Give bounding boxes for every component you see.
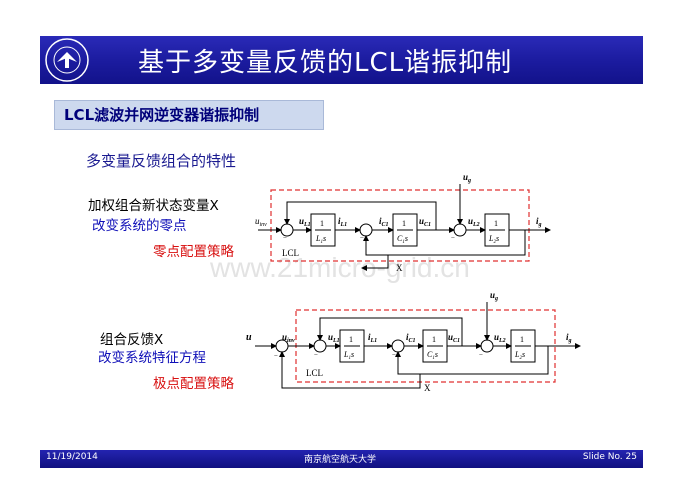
svg-text:−: −	[479, 351, 483, 359]
svg-text:LCL: LCL	[306, 368, 323, 378]
page-title: 基于多变量反馈的LCL谐振抑制	[138, 48, 513, 78]
svg-text:uinv: uinv	[255, 216, 267, 228]
svg-text:−: −	[392, 351, 396, 359]
svg-text:uL1: uL1	[328, 332, 340, 344]
section1-title: 加权组合新状态变量X	[88, 198, 219, 214]
svg-text:ig: ig	[536, 216, 542, 228]
svg-text:LCL: LCL	[282, 248, 299, 258]
subtitle-box	[54, 100, 324, 130]
footer-bar: 11/19/2014 南京航空航天大学 Slide No. 25	[40, 450, 643, 468]
university-logo	[45, 38, 89, 82]
footer-institution: 南京航空航天大学	[304, 455, 377, 465]
section2-note: 改变系统特征方程	[98, 350, 206, 366]
watermark: www.21micro-grid.cn	[210, 252, 470, 283]
svg-text:−: −	[274, 352, 278, 360]
svg-text:X: X	[424, 383, 431, 393]
section1-strategy: 零点配置策略	[153, 244, 234, 260]
title-bar	[40, 36, 643, 84]
svg-text:−: −	[283, 234, 287, 242]
section2-title: 组合反馈X	[100, 332, 164, 348]
svg-text:1: 1	[432, 335, 436, 344]
svg-text:iC1: iC1	[406, 332, 416, 344]
svg-text:uC1: uC1	[448, 332, 460, 344]
svg-text:−: −	[314, 351, 318, 359]
svg-text:ug: ug	[490, 290, 498, 302]
svg-text:u: u	[246, 332, 252, 343]
svg-text:L1s: L1s	[315, 234, 326, 245]
svg-text:X: X	[396, 263, 403, 273]
svg-text:1: 1	[320, 219, 324, 228]
footer-slide-number: Slide No. 25	[582, 452, 637, 462]
svg-text:1: 1	[520, 335, 524, 344]
svg-text:ig: ig	[566, 332, 572, 344]
section1-note: 改变系统的零点	[92, 218, 187, 234]
svg-text:uinv: uinv	[282, 332, 295, 344]
svg-text:C1s: C1s	[427, 350, 438, 361]
subtitle: LCL滤波并网逆变器谐振抑制	[64, 106, 260, 124]
svg-text:uL2: uL2	[494, 332, 506, 344]
svg-text:1: 1	[349, 335, 353, 344]
svg-text:L1s: L1s	[343, 350, 354, 361]
lcl-dashed-box-1	[270, 189, 530, 262]
svg-text:uC1: uC1	[419, 216, 431, 228]
svg-text:iL1: iL1	[368, 332, 377, 344]
svg-text:1: 1	[402, 219, 406, 228]
svg-text:L2s: L2s	[514, 350, 525, 361]
section-heading: 多变量反馈组合的特性	[86, 152, 237, 170]
svg-text:ug: ug	[463, 172, 471, 184]
svg-text:uL2: uL2	[468, 216, 480, 228]
section2-strategy: 极点配置策略	[153, 376, 234, 392]
svg-text:iL1: iL1	[338, 216, 347, 228]
svg-text:iC1: iC1	[379, 216, 389, 228]
svg-text:L2s: L2s	[488, 234, 499, 245]
footer-date: 11/19/2014	[46, 452, 98, 462]
svg-text:C1s: C1s	[397, 234, 408, 245]
svg-text:1: 1	[494, 219, 498, 228]
svg-text:uL1: uL1	[299, 216, 311, 228]
svg-text:−: −	[451, 234, 455, 242]
svg-text:−: −	[360, 234, 364, 242]
